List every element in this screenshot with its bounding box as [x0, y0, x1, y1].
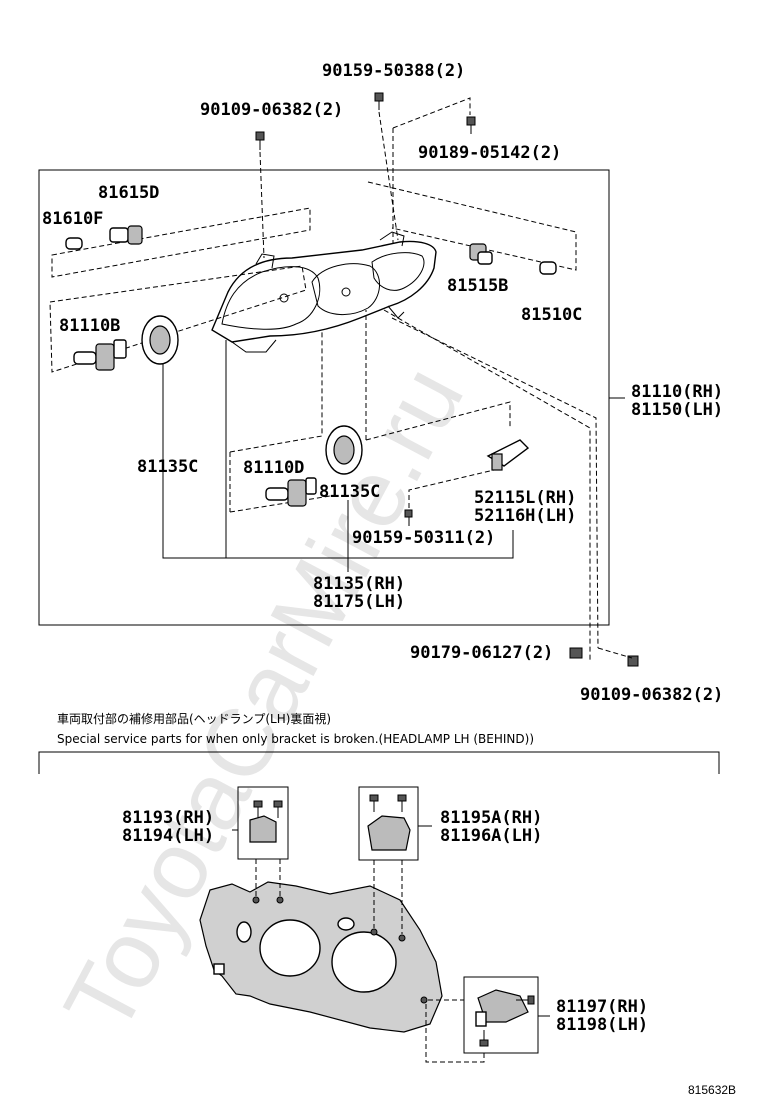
label-81135-rh: 81135(RH)	[313, 574, 405, 594]
label-90159-50388: 90159-50388(2)	[322, 61, 465, 81]
label-81197-rh: 81197(RH)	[556, 997, 648, 1017]
label-81615D: 81615D	[98, 183, 159, 203]
socket-81515B	[469, 243, 493, 265]
label-81135C-left: 81135C	[137, 457, 198, 477]
bracket-81193	[249, 800, 283, 843]
cap-81135C-mid	[325, 425, 363, 475]
label-81110B: 81110B	[59, 316, 120, 336]
bulb-81110B	[73, 339, 127, 371]
screw-90159-50388	[374, 92, 384, 110]
screw-90109-06382-bottom	[627, 655, 639, 667]
label-52116H-lh: 52116H(LH)	[474, 506, 576, 526]
cap-81135C-left	[141, 315, 179, 365]
label-81515B: 81515B	[447, 276, 508, 296]
bracket-section-frame	[38, 751, 720, 774]
bulb-81610F	[65, 237, 83, 250]
label-81150-lh: 81150(LH)	[631, 400, 723, 420]
label-81610F: 81610F	[42, 209, 103, 229]
headlamp-assembly	[211, 231, 437, 353]
label-90179-06127: 90179-06127(2)	[410, 643, 553, 663]
box-81197	[463, 976, 539, 1054]
label-81198-lh: 81198(LH)	[556, 1015, 648, 1035]
label-90159-50311: 90159-50311(2)	[352, 528, 495, 548]
label-81135C-mid: 81135C	[319, 482, 380, 502]
label-81110D: 81110D	[243, 458, 304, 478]
label-81194-lh: 81194(LH)	[122, 826, 214, 846]
label-81193-rh: 81193(RH)	[122, 808, 214, 828]
label-81110-rh: 81110(RH)	[631, 382, 723, 402]
label-81196A-lh: 81196A(LH)	[440, 826, 542, 846]
socket-81615D	[109, 225, 143, 245]
bracket-52115L	[486, 439, 530, 471]
screw-90109-06382-top	[255, 131, 265, 150]
label-81175-lh: 81175(LH)	[313, 592, 405, 612]
nut-90179-06127	[569, 647, 583, 659]
screw-90189-05142	[466, 116, 476, 134]
screw-90159-50311	[404, 509, 413, 526]
note-english: Special service parts for when only brac…	[57, 732, 534, 746]
bracket-81197	[475, 989, 535, 1047]
label-52115L-rh: 52115L(RH)	[474, 488, 576, 508]
label-81195A-rh: 81195A(RH)	[440, 808, 542, 828]
box-81195A	[358, 786, 419, 861]
diagram-code: 815632B	[688, 1083, 736, 1097]
label-90189-05142: 90189-05142(2)	[418, 143, 561, 163]
label-90109-06382-top: 90109-06382(2)	[200, 100, 343, 120]
bulb-81510C	[539, 261, 557, 275]
bracket-81195A	[367, 794, 411, 851]
headlamp-back-view	[199, 881, 443, 1033]
label-90109-06382-bottom: 90109-06382(2)	[580, 685, 723, 705]
label-81510C: 81510C	[521, 305, 582, 325]
bulb-81110D	[265, 477, 317, 507]
note-japanese: 車両取付部の補修用部品(ヘッドランプ(LH)裏面視)	[57, 711, 331, 726]
box-81193	[237, 786, 289, 860]
